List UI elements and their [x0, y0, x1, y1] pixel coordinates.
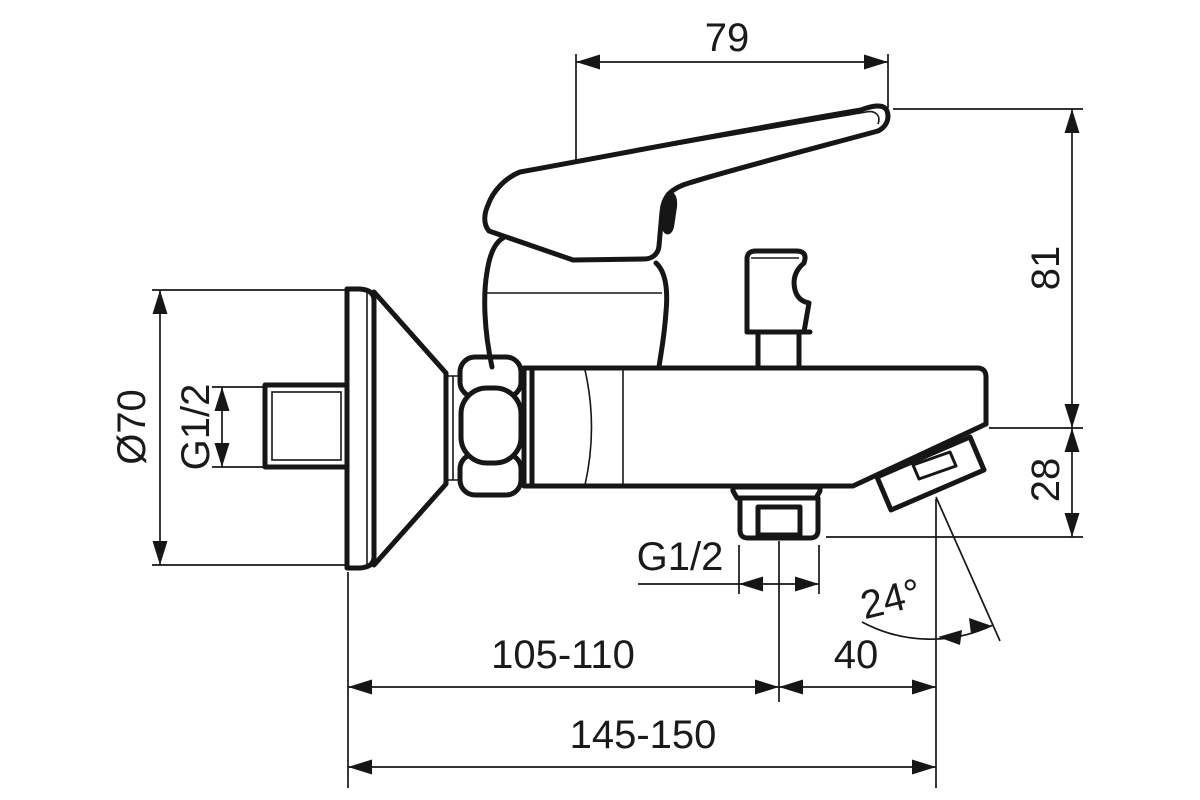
escutcheon-cone [371, 289, 449, 568]
arrowhead-right [864, 54, 888, 70]
body-curvature-line [584, 369, 593, 486]
arrowhead-left [348, 759, 372, 775]
dim-top-width: 79 [575, 16, 889, 160]
dim-right-heights: 81 28 [826, 108, 1083, 538]
lever-handle [482, 103, 891, 263]
arrowhead-right [912, 679, 936, 695]
dim-bottom-chain: 105-110 40 [347, 541, 936, 788]
arrowhead-left [739, 576, 763, 592]
cartridge-dome-right-edge [653, 260, 670, 370]
arrowhead-up [152, 290, 168, 314]
dim-label-81: 81 [1024, 246, 1068, 291]
faucet-outline [262, 103, 989, 571]
faucet-body [521, 365, 989, 489]
lever-elbow-shadow [661, 191, 678, 235]
arrowhead-up [1064, 428, 1080, 452]
escutcheon-plate [344, 286, 377, 571]
lever-highlight-line [529, 110, 880, 172]
dim-flange-diameter: Ø70 [110, 289, 347, 566]
dim-outlet-thread: G1/2 [637, 535, 820, 594]
cartridge-dome-left-edge [482, 235, 506, 370]
arrowhead-arc-left [938, 630, 962, 645]
arrowhead-left [576, 54, 600, 70]
arrowhead-left [348, 679, 372, 695]
arrowhead-right [755, 679, 779, 695]
dim-label-outlet-thread: G1/2 [637, 535, 724, 579]
angle-ray [935, 496, 1001, 642]
dim-label-angle: 24° [856, 571, 925, 628]
dim-label-inlet-thread: G1/2 [174, 384, 218, 471]
dim-label-145-150: 145-150 [570, 713, 717, 757]
diverter-knob [744, 248, 812, 335]
arrowhead-right [912, 759, 936, 775]
inlet-nipple [262, 382, 350, 470]
arrowhead-up [1064, 109, 1080, 133]
arrowhead-up [214, 387, 230, 411]
dim-label-105-110: 105-110 [491, 633, 635, 677]
arrowhead-left [779, 679, 803, 695]
arrowhead-arc-right [969, 618, 992, 634]
dim-label-40: 40 [834, 633, 879, 677]
arrowhead-right [795, 576, 819, 592]
dim-bottom-overall: 145-150 [348, 713, 936, 775]
arrowhead-down [152, 541, 168, 565]
aerator-screen [911, 450, 958, 481]
outlet-thread-bore [755, 504, 803, 538]
arrowhead-down [1064, 513, 1080, 537]
dim-label-79: 79 [705, 16, 750, 60]
dim-label-diameter: Ø70 [110, 389, 154, 465]
arrowhead-down [1064, 404, 1080, 428]
dim-inlet-thread: G1/2 [174, 384, 263, 471]
dim-label-28: 28 [1024, 458, 1068, 503]
hex-nut-middle-facet [458, 385, 524, 466]
inlet-nipple-inner-line [271, 391, 342, 461]
arrowhead-down [214, 443, 230, 467]
